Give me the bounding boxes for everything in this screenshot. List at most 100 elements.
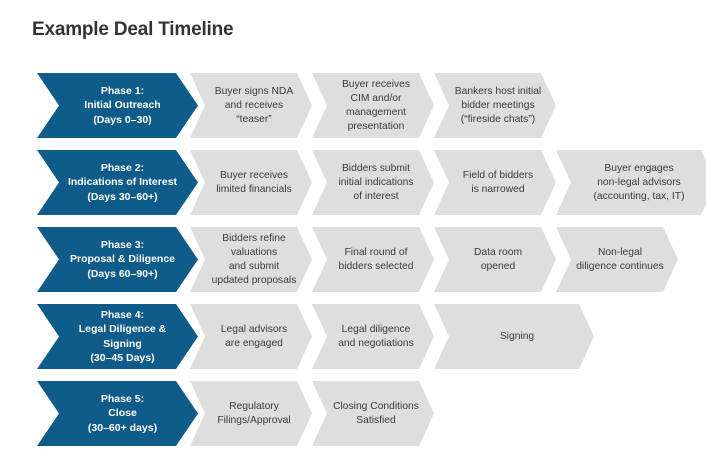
phase-label: Phase 4: Legal Diligence & Signing (30–45 D… [37,308,198,366]
step-chevron-2-2[interactable]: Bidders submit initial indications of inte… [312,150,434,215]
chevron-text-line: bidders selected [338,260,414,272]
step-chevron-4-1[interactable]: Legal advisors are engaged [190,304,312,369]
chevron-text-line: Bidders refine [222,232,286,244]
chevron-text-line: Signing [499,330,535,342]
step-label: Legal diligence and negotiations [312,323,434,351]
chevron-text-line: Indications of Interest [67,176,178,189]
chevron-text-line: Regulatory [229,400,279,412]
chevron-text-line: diligence continues [576,260,664,272]
chevron-text-line: non-legal advisors [597,176,681,188]
phase-label: Phase 5:Close(30–60+ days) [37,392,198,436]
chevron-text-line: Legal diligence [341,323,411,335]
phase-row: Phase 3: Proposal & Diligence(Days 60–90+… [0,227,706,292]
chevron-text-line: Bidders submit [341,162,411,174]
chevron-text-line: Legal Diligence & [78,323,167,335]
chevron-text-line: (Days 30–60+) [87,190,158,203]
step-label: Legal advisors are engaged [190,323,312,351]
step-label: Non-legal diligence continues [556,246,678,274]
chevron-text-line: of interest [353,190,399,202]
step-chevron-4-3[interactable]: Signing [434,304,594,369]
chevron-text-line: bidder meetings [461,99,535,111]
chevron-text-line: “teaser” [236,113,272,125]
chevron-text-line: and negotiations [338,337,414,349]
chevron-text-line: Satisfied [356,414,396,426]
chevron-text-line: management [345,106,407,118]
phase-row: Phase 4: Legal Diligence & Signing (30–45 D… [0,304,706,369]
chevron-text-line: Field of bidders [462,169,534,181]
chevron-text-line: Proposal & Diligence [69,253,176,266]
phase-label: Phase 2: Indications of Interest(Days 30–… [37,161,198,205]
chevron-text-line: (Days 60–90+) [87,267,158,280]
chevron-text-line: valuations [230,246,278,258]
step-label: Signing [434,330,594,344]
chevron-text-line: are engaged [225,337,283,349]
chevron-text-line: Buyer signs NDA [214,85,294,97]
chevron-text-line: limited financials [216,183,292,195]
chevron-text-line: Data room [473,246,523,258]
phase-chevron-2[interactable]: Phase 2: Indications of Interest(Days 30–… [37,150,198,215]
step-label: Buyer signs NDA and receives “teaser” [190,85,312,127]
chevron-text-line: CIM and/or [350,92,402,104]
chevron-text-line: opened [480,260,516,272]
step-chevron-3-1[interactable]: Bidders refine valuations and submit update… [190,227,312,292]
phase-chevron-1[interactable]: Phase 1:Initial Outreach(Days 0–30) [37,73,198,138]
phase-chevron-4[interactable]: Phase 4: Legal Diligence & Signing (30–45 D… [37,304,198,369]
phase-row: Phase 2: Indications of Interest(Days 30–… [0,150,706,215]
step-chevron-1-3[interactable]: Bankers host initial bidder meetings (“fir… [434,73,556,138]
step-chevron-3-4[interactable]: Non-legal diligence continues [556,227,678,292]
step-label: Buyer receives limited financials [190,169,312,197]
chevron-text-line: initial indications [338,176,414,188]
step-chevron-2-3[interactable]: Field of bidders is narrowed [434,150,556,215]
chevron-text-line: updated proposals [211,274,297,286]
phase-row: Phase 1:Initial Outreach(Days 0–30)Buyer… [0,73,706,138]
chevron-text-line: (“fireside chats”) [460,113,536,125]
step-chevron-2-4[interactable]: Buyer engages non-legal advisors (accounti… [556,150,706,215]
chevron-text-line: Buyer receives [219,169,289,181]
chevron-text-line: Buyer engages [604,162,674,174]
step-label: Data room opened [434,246,556,274]
phase-label: Phase 1:Initial Outreach(Days 0–30) [37,84,198,128]
chevron-text-line: Phase 4: [100,308,145,321]
page-title: Example Deal Timeline [32,19,234,40]
step-chevron-3-2[interactable]: Final round of bidders selected [312,227,434,292]
step-chevron-4-2[interactable]: Legal diligence and negotiations [312,304,434,369]
step-label: Buyer engages non-legal advisors (accounti… [556,162,706,204]
step-label: Bankers host initial bidder meetings (“fir… [434,85,556,127]
chevron-text-line: Non-legal [597,246,643,258]
chevron-text-line: and receives [224,99,284,111]
chevron-text-line: Closing Conditions [333,400,419,412]
chevron-text-line: Phase 2: [100,161,145,174]
step-chevron-3-3[interactable]: Data room opened [434,227,556,292]
chevron-text-line: presentation [347,120,405,132]
chevron-text-line: Bankers host initial [454,85,542,97]
chevron-text-line: Close [108,407,137,420]
step-label: Bidders refine valuations and submit update… [190,232,312,288]
chevron-text-line: Signing [103,337,142,350]
chevron-text-line: Phase 3: [100,238,145,251]
chevron-text-line: Phase 1: [100,84,145,97]
chevron-text-line: is narrowed [471,183,525,195]
phase-chevron-5[interactable]: Phase 5:Close(30–60+ days) [37,381,198,446]
chevron-text-line: (accounting, tax, IT) [593,190,685,202]
phase-label: Phase 3: Proposal & Diligence(Days 60–90+… [37,238,198,282]
chevron-text-line: Final round of [344,246,408,258]
phase-chevron-3[interactable]: Phase 3: Proposal & Diligence(Days 60–90+… [37,227,198,292]
chevron-text-line: Filings/Approval [217,414,291,426]
chevron-text-line: Legal advisors [220,323,288,335]
chevron-text-line: and submit [228,260,280,272]
step-label: Bidders submit initial indications of inte… [312,162,434,204]
step-chevron-2-1[interactable]: Buyer receives limited financials [190,150,312,215]
step-chevron-1-1[interactable]: Buyer signs NDA and receives “teaser” [190,73,312,138]
step-label: Field of bidders is narrowed [434,169,556,197]
chevron-text-line: (30–45 Days) [90,352,155,364]
chevron-text-line: (Days 0–30) [93,113,152,126]
